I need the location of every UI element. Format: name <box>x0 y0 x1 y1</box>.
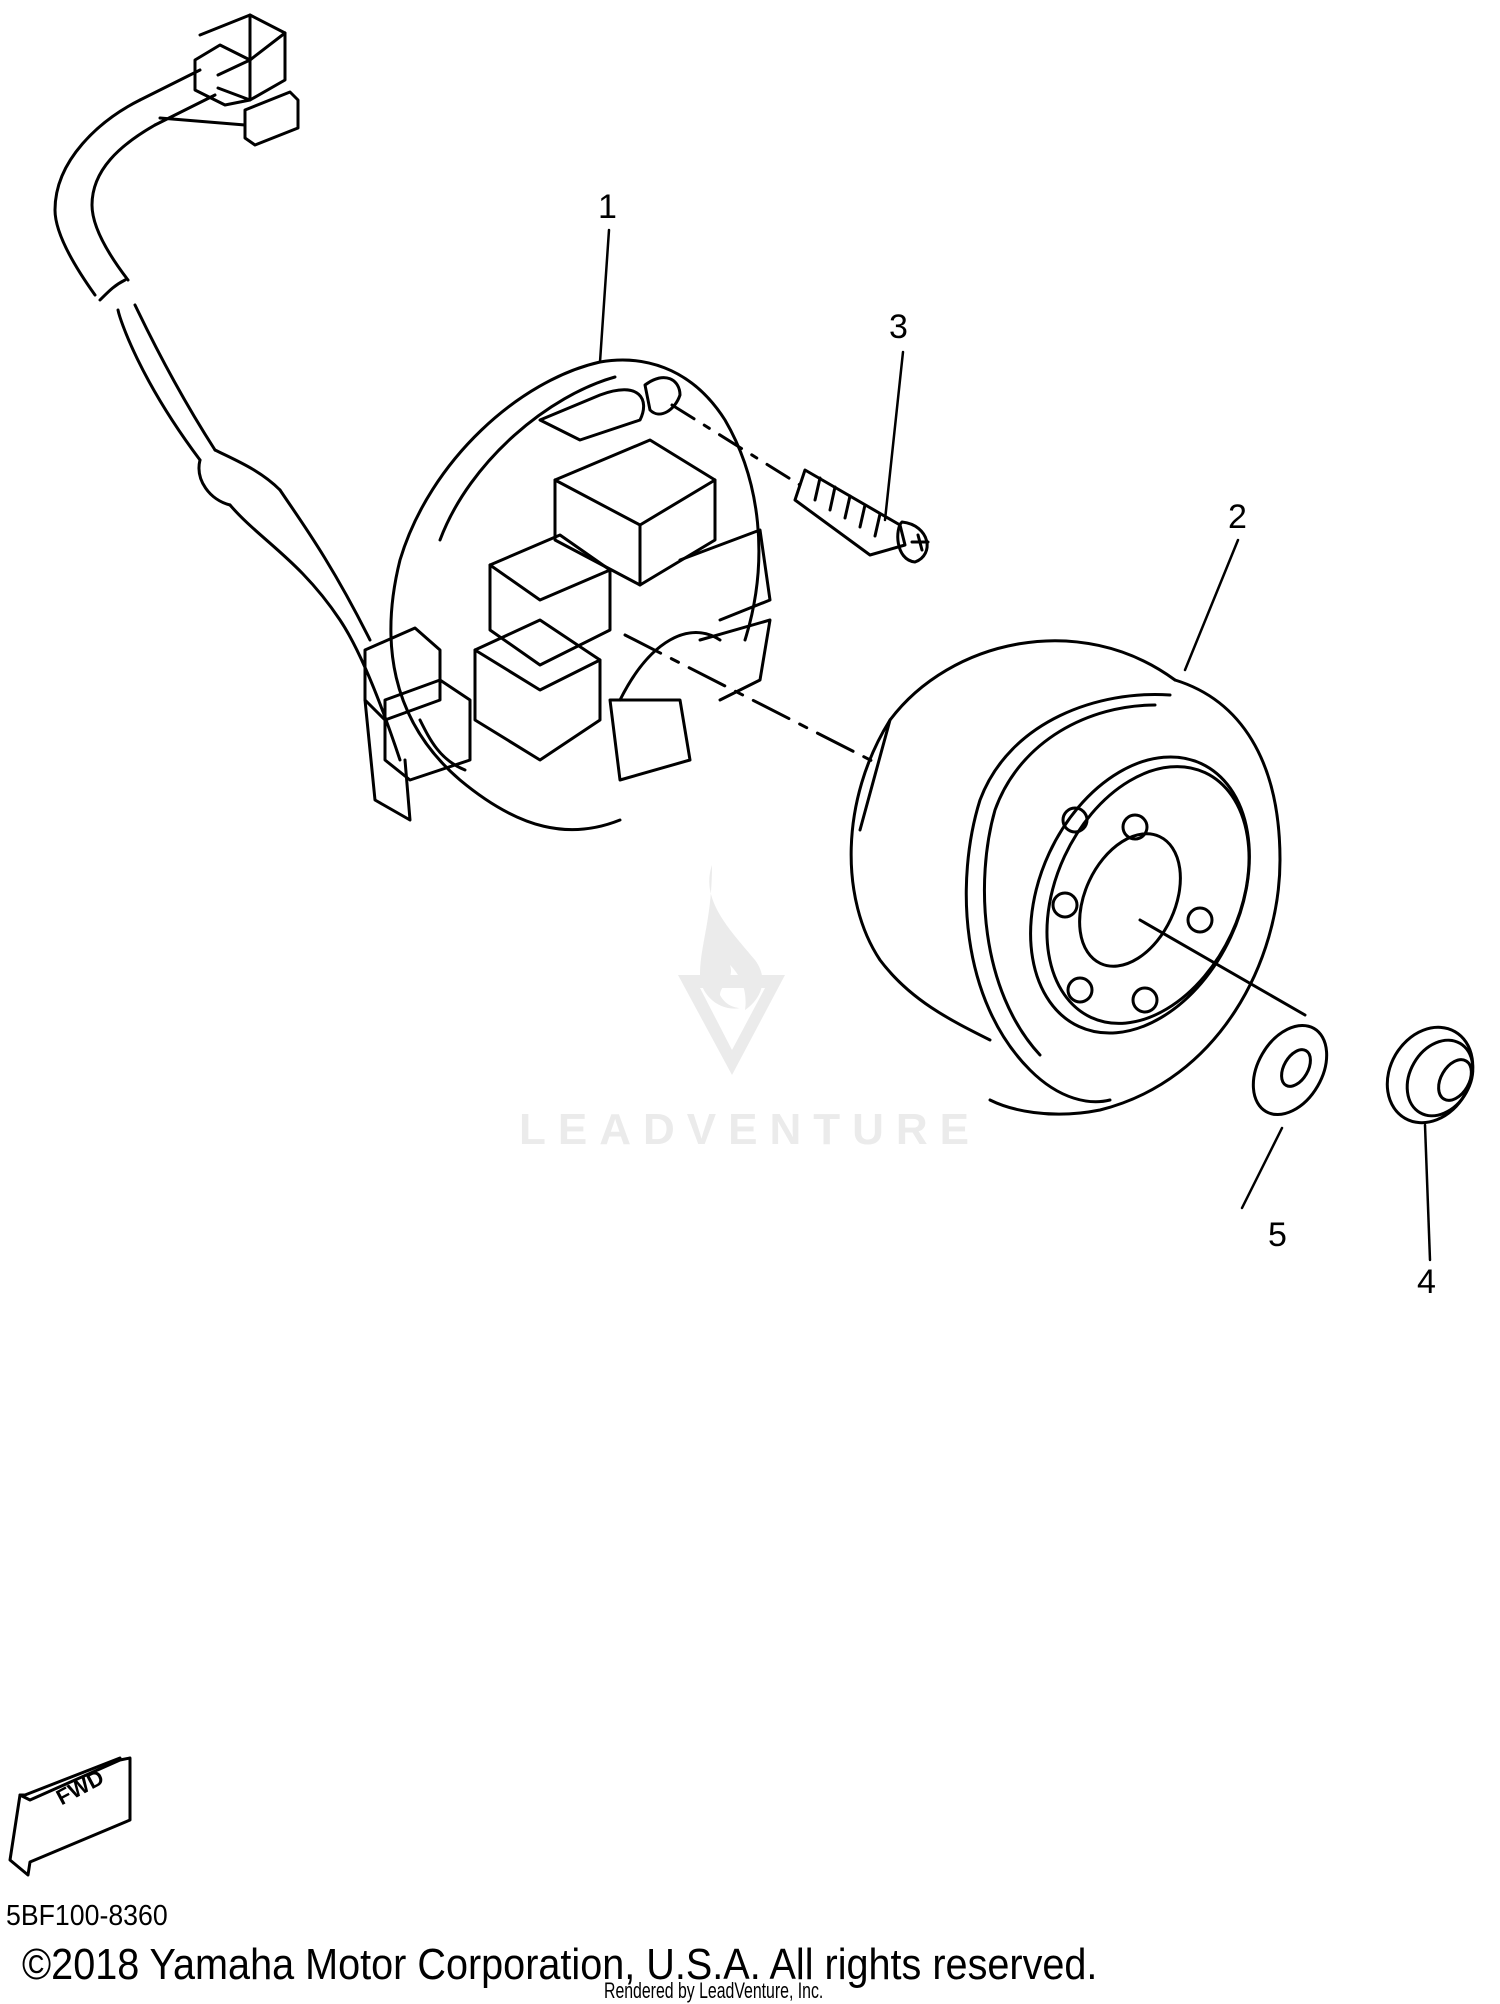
stator-assembly <box>363 358 772 832</box>
flywheel-rotor <box>849 639 1307 1116</box>
leader-line-2 <box>1183 538 1240 672</box>
center-axis-line <box>623 633 882 767</box>
leader-lines <box>598 228 1432 1262</box>
leader-line-5 <box>1240 1126 1284 1210</box>
callout-4: 4 <box>1417 1263 1436 1301</box>
washer <box>1251 1023 1329 1117</box>
fwd-arrow-icon <box>8 1756 132 1877</box>
wire-harness <box>53 13 402 762</box>
diagram-code: 5BF100-8360 <box>6 1900 168 1932</box>
leadventure-logo-icon <box>678 865 785 1075</box>
watermark: LEADVENTURE <box>518 1105 982 1154</box>
callout-2: 2 <box>1228 498 1247 536</box>
leader-line-3 <box>883 350 905 522</box>
leader-line-4 <box>1423 1123 1432 1262</box>
callout-1: 1 <box>598 188 617 226</box>
rendered-by-credit: Rendered by LeadVenture, Inc. <box>604 1978 824 2003</box>
screw <box>670 403 930 564</box>
copyright-notice: ©2018 Yamaha Motor Corporation, U.S.A. A… <box>22 1940 1098 1989</box>
flange-nut <box>1385 1025 1475 1125</box>
callout-5: 5 <box>1268 1216 1287 1254</box>
callout-3: 3 <box>889 308 908 346</box>
leader-line-1 <box>598 228 611 364</box>
